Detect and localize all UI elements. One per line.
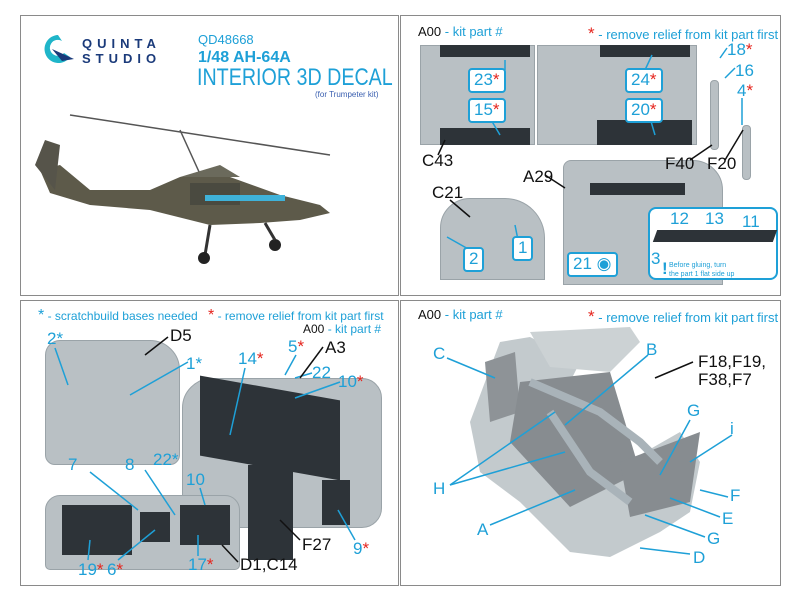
callout-24: 24* [625,68,663,93]
callout-b: B [646,340,658,359]
callout-1-star: 1* [186,354,203,373]
callout-d: D [693,548,706,567]
callout-h: H [433,479,446,498]
callout-9: 9* [353,539,370,558]
callout-7: 7 [68,455,78,474]
callout-18: 18* [727,40,753,59]
legend-scratchbuild: * - scratchbuild bases needed [38,307,198,324]
callout-21: 21 ◉ [567,252,618,277]
part-f27: F27 [302,535,332,554]
part-f18-f19: F18,F19, [698,352,767,371]
decal-strip [600,45,690,57]
callout-10: 10 [186,470,205,489]
warning-mark: ! [662,259,668,278]
kit-note: (for Trumpeter kit) [315,90,379,99]
knob-icon: ◉ [596,254,612,273]
callout-22: 22 [312,363,331,382]
callout-g-bottom: G [707,529,721,548]
instrument-panel [140,512,170,542]
decal-strip [597,120,692,145]
callout-14: 14* [238,349,264,368]
inset-box [648,207,778,280]
callout-16: 16 [735,61,754,80]
legend-remove-relief: * - remove relief from kit part first [588,25,778,42]
callout-22-star: 22* [153,450,179,469]
legend-code: A00 [418,24,442,39]
callout-17: 17* [188,555,214,574]
callout-f: F [730,486,741,505]
part-d5: D5 [170,326,192,345]
legend-kit-part: A00 - kit part # [418,25,503,38]
part-a3: A3 [325,338,346,357]
callout-8: 8 [125,455,135,474]
seat-image [460,322,725,562]
inset-note-1: Before gluing, turn [669,262,727,269]
callout-4: 4* [737,81,754,100]
legend-text: - kit part # [444,24,503,39]
inset-label-13: 13 [705,209,724,228]
brand-line1: QUINTA [82,36,161,51]
decal-strip [440,45,530,57]
callout-23: 23* [468,68,506,93]
inset-label-12: 12 [670,209,689,228]
inset-label-11: 11 [742,212,760,231]
callout-2: 2 [463,247,485,272]
legend-kit-part: A00 - kit part # [303,322,382,336]
helicopter-image [30,95,370,290]
instrument-panel [322,480,350,525]
part-d1-c14: D1,C14 [240,555,298,574]
callout-1: 1 [512,236,534,261]
instrument-panel [62,505,132,555]
title-panel [20,15,399,296]
panel-d5 [45,340,180,465]
product-code: QD48668 [198,32,254,47]
callout-c: C [433,344,446,363]
part-f20: F20 [707,154,737,173]
product-scale-model: 1/48 AH-64A [198,49,291,66]
product-title: INTERIOR 3D DECAL [197,64,393,91]
legend-remove-relief: * - remove relief from kit part first [208,307,384,324]
callout-2-star: 2* [47,329,64,348]
instrument-panel [180,505,230,545]
callout-20: 20* [625,98,663,123]
callout-19: 19* [78,560,104,579]
callout-a: A [477,520,489,539]
part-f38-f7: F38,F7 [698,370,752,389]
legend-kit-part: A00 - kit part # [418,307,503,322]
callout-6: 6* [107,560,124,579]
star-icon: * [588,24,595,43]
legend-remove-relief: * - remove relief from kit part first [588,307,779,326]
callout-g-top: G [687,401,701,420]
stick-part [742,125,751,180]
quinta-logo-icon [40,33,76,65]
callout-e: E [722,509,734,528]
inset-note-2: the part 1 flat side up [669,271,735,278]
legend-text: - remove relief from kit part first [598,27,779,42]
callout-10-star: 10* [338,372,364,391]
brand-line2: STUDIO [82,51,162,66]
callout-15: 15* [468,98,506,123]
inset-label-3: 3 [651,249,661,268]
decal-plate [652,230,778,242]
decal-strip [440,128,530,145]
part-f40: F40 [665,154,695,173]
part-c43: C43 [422,151,454,170]
stick-part [710,80,719,150]
part-a29: A29 [523,167,554,186]
part-c21: C21 [432,183,464,202]
callout-5: 5* [288,337,305,356]
decal-strip [590,183,685,195]
instrument-panel [248,465,293,560]
callout-i: i [730,419,734,438]
